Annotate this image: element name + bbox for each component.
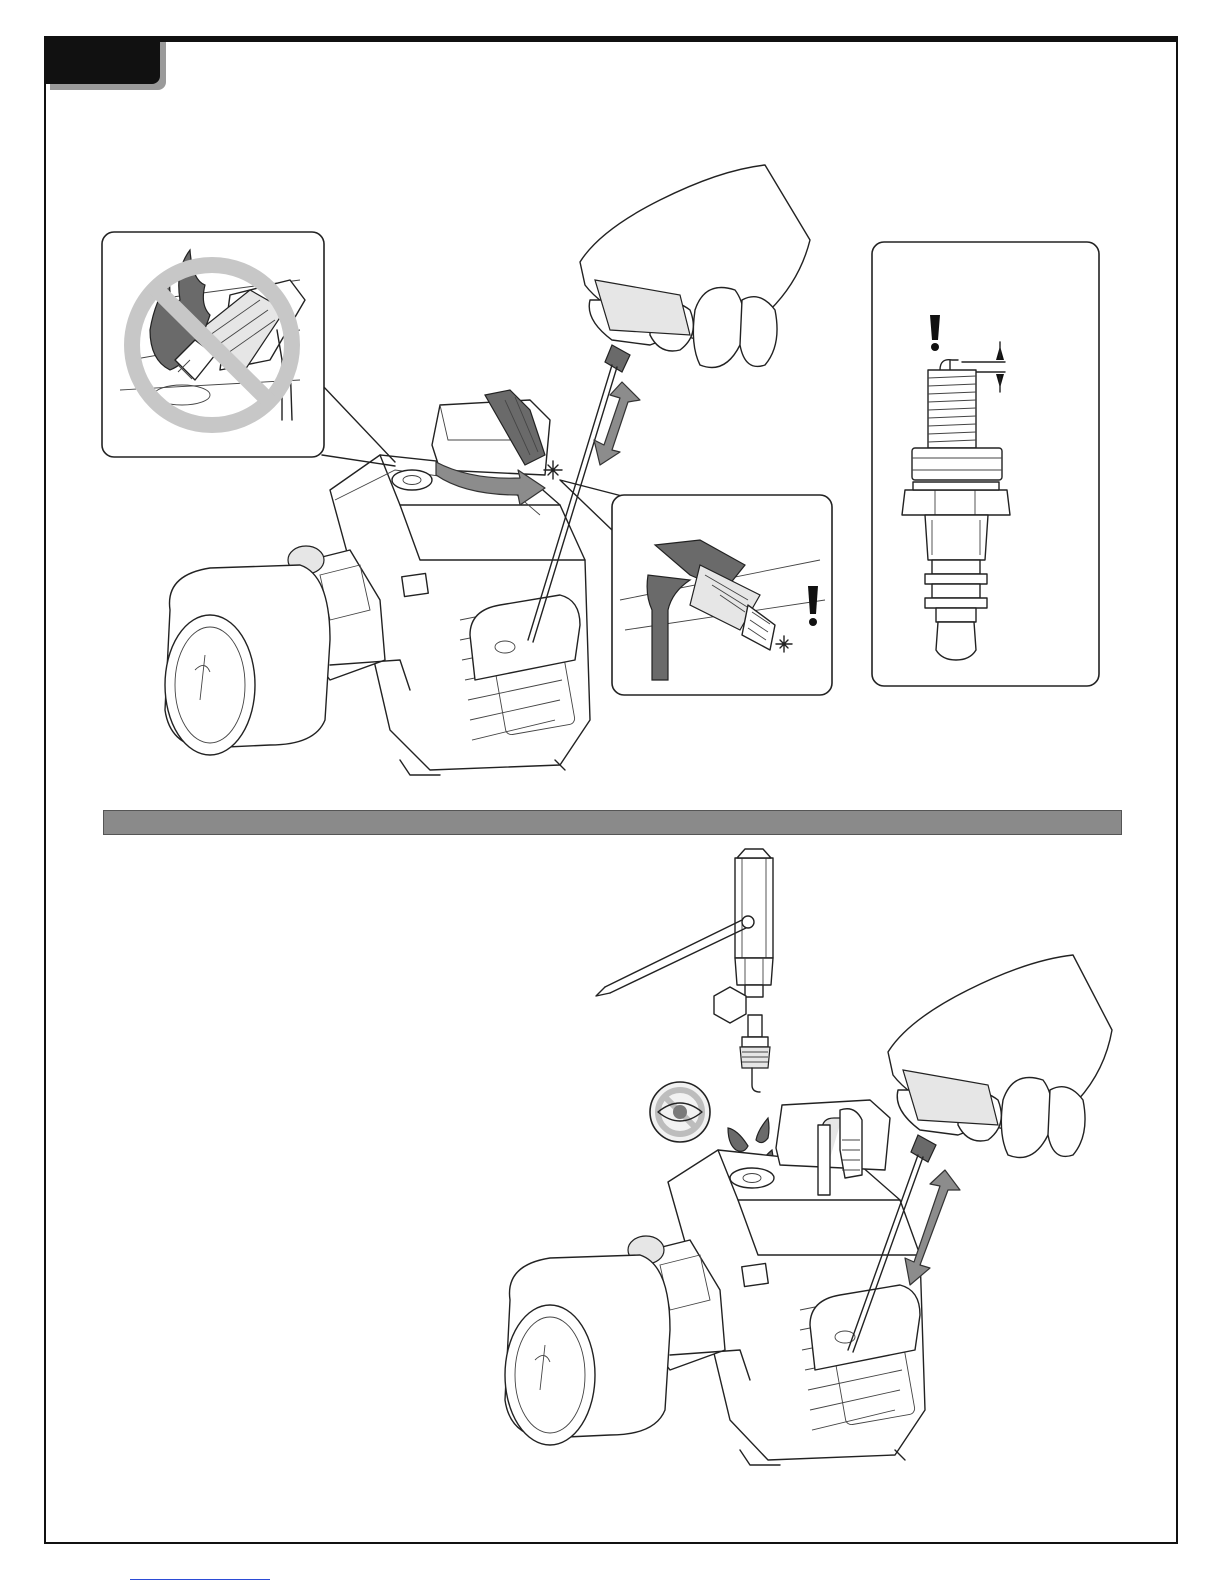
plug-wrench-tool: [596, 849, 773, 997]
engine-lower: [505, 1100, 925, 1465]
no-fire-warning-inset: [102, 232, 324, 457]
spark-plug-small: [740, 1015, 770, 1092]
pull-arrow-lower: [905, 1170, 960, 1285]
hex-wrench-size-icon: [714, 987, 746, 1023]
spark-plug-gap-detail: [872, 242, 1099, 686]
plug-spark-inset: [612, 495, 832, 695]
callout-leader-fire: [322, 385, 395, 466]
pull-arrow-upper: [594, 382, 640, 465]
no-eye-warning-icon: [650, 1082, 710, 1142]
